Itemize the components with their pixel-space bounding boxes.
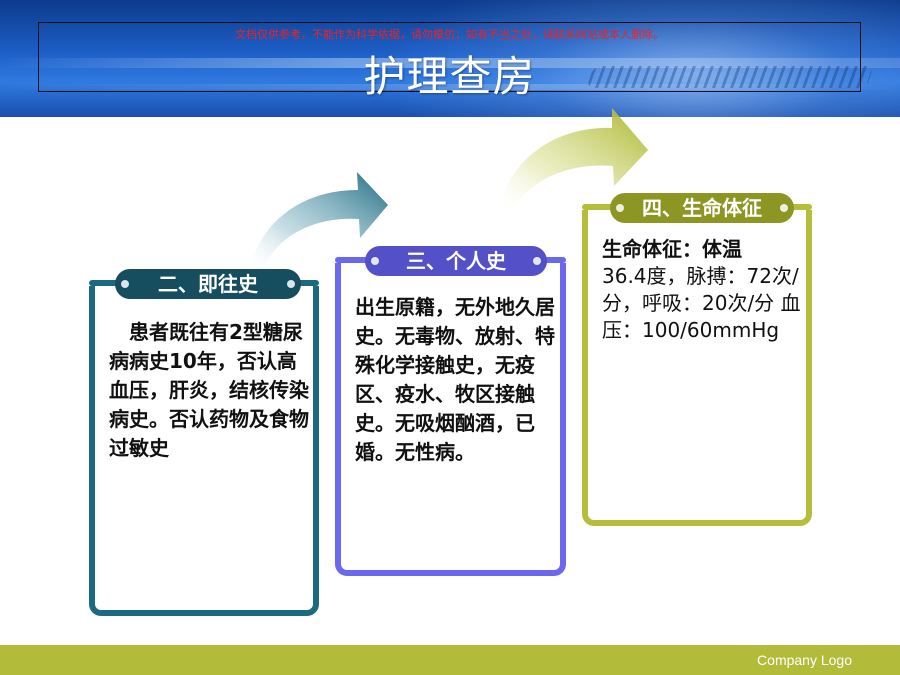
page-title: 护理查房 bbox=[363, 52, 536, 101]
past-history-label: 二、即往史 bbox=[115, 269, 301, 299]
company-logo-text: Company Logo bbox=[757, 652, 852, 668]
arrow-to-personal-history bbox=[248, 172, 388, 272]
personal-history-text: 出生原籍，无外地久居史。无毒物、放射、特殊化学接触史，无疫区、疫水、牧区接触史。… bbox=[355, 295, 555, 464]
vital-signs-card: 四、生命体征 生命体征：体温 36.4度，脉搏：72次/分，呼吸：20次/分 血压… bbox=[582, 193, 812, 526]
footer-bar: Company Logo bbox=[0, 645, 900, 675]
past-history-text: 患者既往有2型糖尿病病史10年，否认高血压，肝炎，结核传染病史。否认药物及食物过… bbox=[109, 320, 309, 460]
personal-history-label: 三、个人史 bbox=[365, 246, 547, 276]
title-box: 文档仅供参考，不能作为科学依据，请勿模仿；如有不当之处，请联系网站或本人删除。 … bbox=[38, 22, 861, 101]
vital-signs-label: 四、生命体征 bbox=[610, 193, 794, 223]
arrow-to-vital-signs bbox=[498, 108, 648, 212]
past-history-card: 二、即往史 患者既往有2型糖尿病病史10年，否认高血压，肝炎，结核传染病史。否认… bbox=[89, 269, 319, 616]
banner-glow bbox=[380, 0, 900, 117]
vital-signs-lead: 生命体征：体温 bbox=[602, 237, 742, 261]
banner-streak-lower bbox=[0, 84, 900, 90]
disclaimer-text: 文档仅供参考，不能作为科学依据，请勿模仿；如有不当之处，请联系网站或本人删除。 bbox=[235, 28, 664, 41]
banner-streak bbox=[0, 58, 900, 68]
header-banner bbox=[0, 0, 900, 117]
vital-signs-values: 36.4度，脉搏：72次/分，呼吸：20次/分 血压：100/60mmHg bbox=[602, 264, 801, 342]
personal-history-card: 三、个人史 出生原籍，无外地久居史。无毒物、放射、特殊化学接触史，无疫区、疫水、… bbox=[335, 246, 566, 576]
vital-signs-text: 生命体征：体温 36.4度，脉搏：72次/分，呼吸：20次/分 血压：100/60… bbox=[602, 236, 808, 344]
